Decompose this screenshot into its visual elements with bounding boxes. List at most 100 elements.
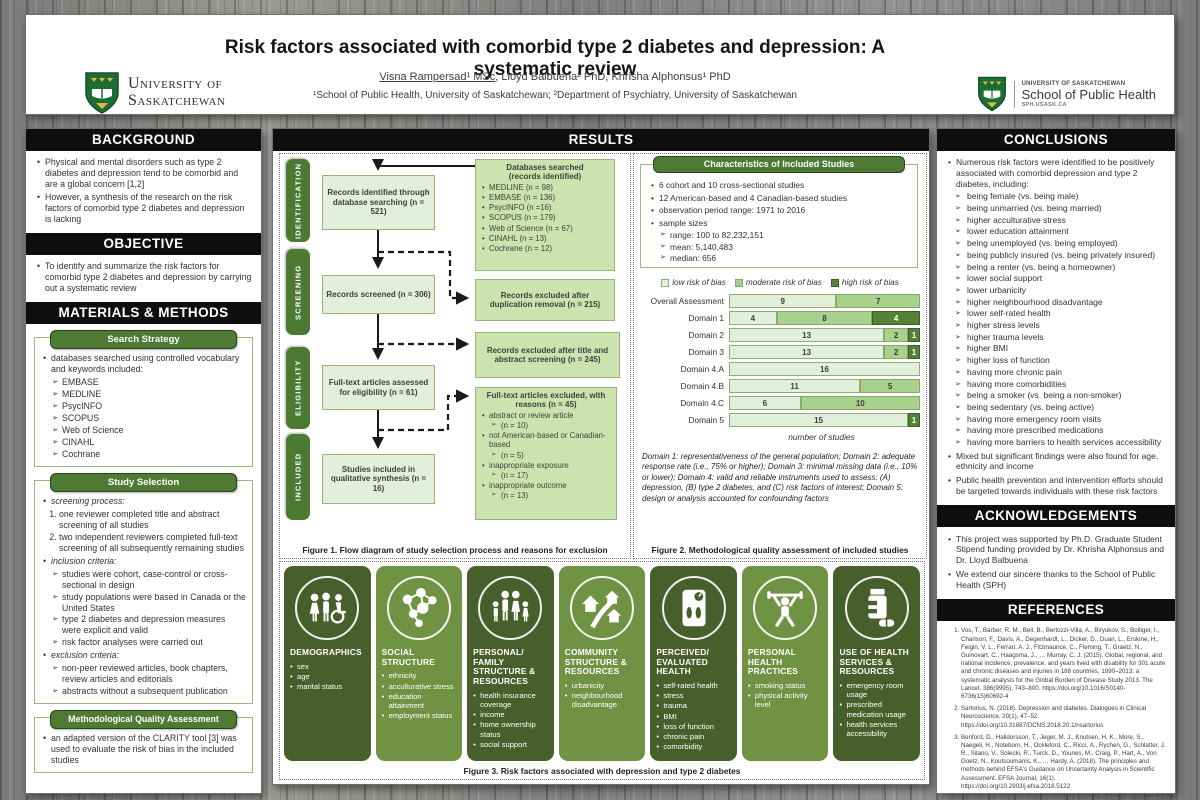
sample-sizes-list: range: 100 to 82,232,151mean: 5,140,483m… (649, 230, 913, 264)
exclusion-criterion: non-peer reviewed articles, book chapter… (51, 663, 246, 685)
risk-card-perceived-health: PERCEIVED/ EVALUATED HEALTH self-rated h… (650, 566, 737, 761)
card-item: smoking status (748, 681, 823, 691)
chart-segment: 15 (729, 413, 909, 427)
chart-segment: 13 (729, 345, 885, 359)
chart-category-label: Domain 3 (688, 347, 724, 357)
card-title: PERSONAL/ FAMILY STRUCTURE & RESOURCES (473, 647, 536, 686)
coauthors: , Lloyd Balbuena² PhD, Khrisha Alphonsus… (495, 71, 731, 83)
inclusion-criterion: risk factor analyses were carried out (51, 637, 246, 648)
family-icon (478, 576, 543, 640)
left-column: BACKGROUND Physical and mental disorders… (25, 128, 262, 794)
flow-fulltext-excluded-box: Full-text articles excluded, with reason… (475, 387, 617, 520)
card-item: physical activity level (748, 691, 823, 710)
conclusions-extra-bullets: Mixed but significant findings were also… (946, 451, 1166, 497)
chart-segment: 13 (729, 328, 885, 342)
background-bullets: Physical and mental disorders such as ty… (26, 151, 261, 232)
poster-header: University of Saskatchewan Risk factors … (25, 14, 1175, 115)
database-item: CINAHL (51, 437, 246, 448)
acknowledgements-content: This project was supported by Ph.D. Grad… (937, 527, 1175, 600)
risk-factor-item: higher trauma levels (954, 332, 1166, 343)
card-item: BMI (656, 712, 731, 722)
risk-card-community: COMMUNITY STRUCTURE & RESOURCES urbanici… (558, 566, 646, 761)
chart-category-label: Overall Assessment (650, 296, 724, 306)
right-column: CONCLUSIONS Numerous risk factors were i… (936, 128, 1176, 794)
risk-factor-item: higher BMI (954, 343, 1166, 354)
results-column: RESULTS IDENTIFICATION SCREENING ELIGIBI… (272, 128, 930, 785)
objective-heading: OBJECTIVE (26, 232, 261, 255)
fulltext-excluded-title: Full-text articles excluded, with reason… (486, 391, 606, 410)
university-logo: University of Saskatchewan (84, 71, 226, 114)
card-title: DEMOGRAPHICS (290, 647, 362, 657)
flow-database-item: CINAHL (n = 13) (480, 234, 610, 243)
reference-item: Vos, T., Barber, R. M., Bell, B., Bertoz… (961, 627, 1166, 701)
card-item: stress (656, 691, 731, 701)
card-item: chronic pain (656, 732, 731, 742)
card-item-list: smoking statusphysical activity level (748, 681, 823, 710)
chart-category-label: Domain 4.B (680, 381, 724, 391)
risk-factor-item: lower self-rated health (954, 308, 1166, 319)
figure3-risk-factors: DEMOGRAPHICS sexagemarital status (279, 561, 925, 780)
risk-factor-item: having more chronic pain (954, 367, 1166, 378)
chart-segment: 10 (800, 396, 920, 410)
flow-databases-list: MEDLINE (n = 98)EMBASE (n = 136)PsycINFO… (480, 183, 610, 254)
flow-databases-box: Databases searched (records identified) … (475, 159, 615, 271)
conclusions-content: Numerous risk factors were identified to… (937, 151, 1175, 504)
risk-factor-item: lower urbanicity (954, 285, 1166, 296)
people-group-icon (295, 576, 360, 640)
legend-item: low risk of bias (661, 278, 726, 287)
quality-assessment-heading: Methodological Quality Assessment (50, 709, 237, 729)
school-of-public-health-logo: UNIVERSITY OF SASKATCHEWAN School of Pub… (977, 75, 1156, 113)
characteristics-bullets: 6 cohort and 10 cross-sectional studies1… (649, 180, 913, 216)
references-heading: REFERENCES (937, 599, 1175, 622)
flow-database-item: Cochrane (n = 12) (480, 244, 610, 253)
risk-factor-item: higher loss of function (954, 355, 1166, 366)
medication-icon (844, 576, 909, 640)
methods-heading: MATERIALS & METHODS (26, 301, 261, 324)
risk-factor-item: being sedentary (vs. being active) (954, 402, 1166, 413)
objective-bullet: To identify and summarize the risk facto… (35, 261, 252, 294)
databases-title: Databases searched (records identified) (480, 163, 610, 182)
risk-card-demographics: DEMOGRAPHICS sexagemarital status (284, 566, 371, 761)
chart-category-label: Domain 4.A (680, 364, 724, 374)
quality-assessment-bullet: an adapted version of the CLARITY tool [… (41, 733, 246, 766)
neighbourhood-icon (570, 576, 635, 640)
acknowledgements-heading: ACKNOWLEDGEMENTS (937, 504, 1175, 527)
stage-screening: SCREENING (286, 249, 310, 335)
exclusion-criteria-list: non-peer reviewed articles, book chapter… (41, 663, 246, 697)
affiliations-line: ¹School of Public Health, University of … (313, 90, 797, 101)
risk-factor-item: being a renter (vs. being a homeowner) (954, 262, 1166, 273)
risk-factor-item: having more comorbidities (954, 379, 1166, 390)
card-item-list: health insurance coverageincomehome owne… (473, 691, 548, 750)
reference-item: Sartorius, N. (2018). Depression and dia… (961, 705, 1166, 730)
university-logo-line2: Saskatchewan (128, 92, 226, 109)
conclusions-lead: Numerous risk factors were identified to… (946, 157, 1166, 189)
chart-segment: 6 (729, 396, 801, 410)
inclusion-criteria-list: studies were cohort, case-control or cro… (41, 569, 246, 648)
background-bullet: However, a synthesis of the research on … (35, 192, 252, 225)
chart-segment: 11 (729, 379, 861, 393)
exclusion-criteria-label: exclusion criteria: (41, 650, 246, 661)
sph-logo-line2: School of Public Health (1021, 86, 1156, 102)
chart-x-axis-label: number of studies (788, 432, 855, 442)
card-item: neighbourhood disadvantage (565, 691, 640, 710)
card-item: self-rated health (656, 681, 731, 691)
risk-factor-item: being female (vs. being male) (954, 191, 1166, 202)
risk-factor-item: higher acculturative stress (954, 215, 1166, 226)
chart-segment: 4 (729, 311, 777, 325)
inclusion-criterion: studies were cohort, case-control or cro… (51, 569, 246, 591)
legend-item: moderate risk of bias (734, 278, 822, 287)
flow-records-identified: Records identified through database sear… (322, 175, 435, 230)
flow-database-item: EMBASE (n = 136) (480, 193, 610, 202)
risk-factor-item: lower education attainment (954, 226, 1166, 237)
exclusion-reason-count: (n = 17) (490, 471, 612, 480)
card-title: COMMUNITY STRUCTURE & RESOURCES (564, 647, 627, 677)
chart-segment: 9 (729, 294, 837, 308)
